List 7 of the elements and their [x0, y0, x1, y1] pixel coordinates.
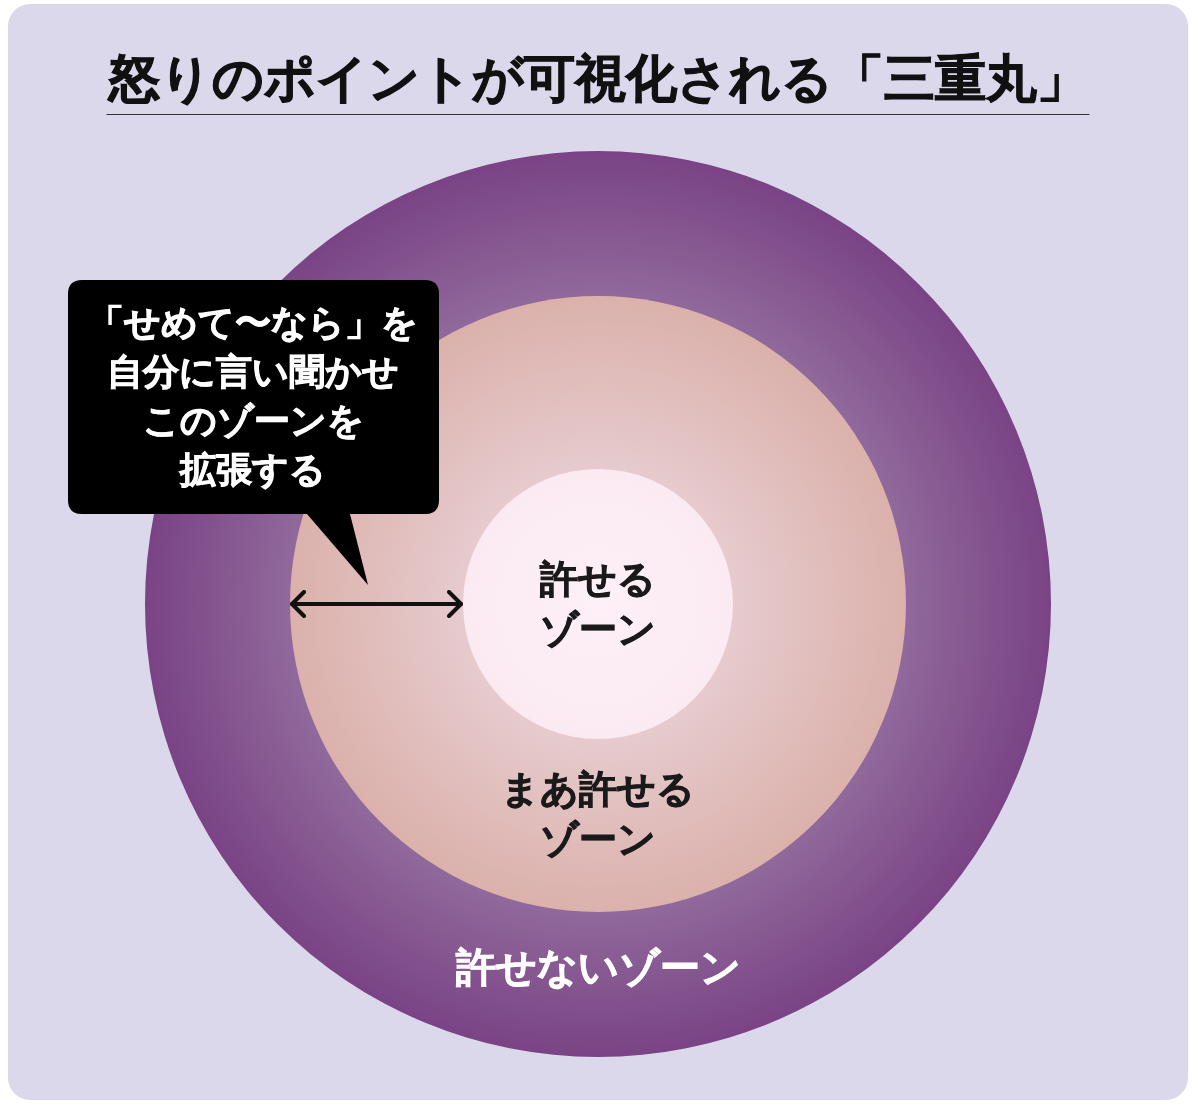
arrow	[290, 590, 463, 618]
title: 怒りのポイントが可視化される「三重丸」	[106, 48, 1090, 115]
zone-label: 許せないゾーン	[455, 943, 741, 992]
zone-label: まあ許せるゾーン	[501, 766, 695, 863]
zone-label: 許せるゾーン	[540, 556, 656, 653]
speech-bubble	[68, 280, 439, 585]
callout-text: 「せめて〜なら」を自分に言い聞かせこのゾーンを拡張する	[88, 301, 418, 492]
